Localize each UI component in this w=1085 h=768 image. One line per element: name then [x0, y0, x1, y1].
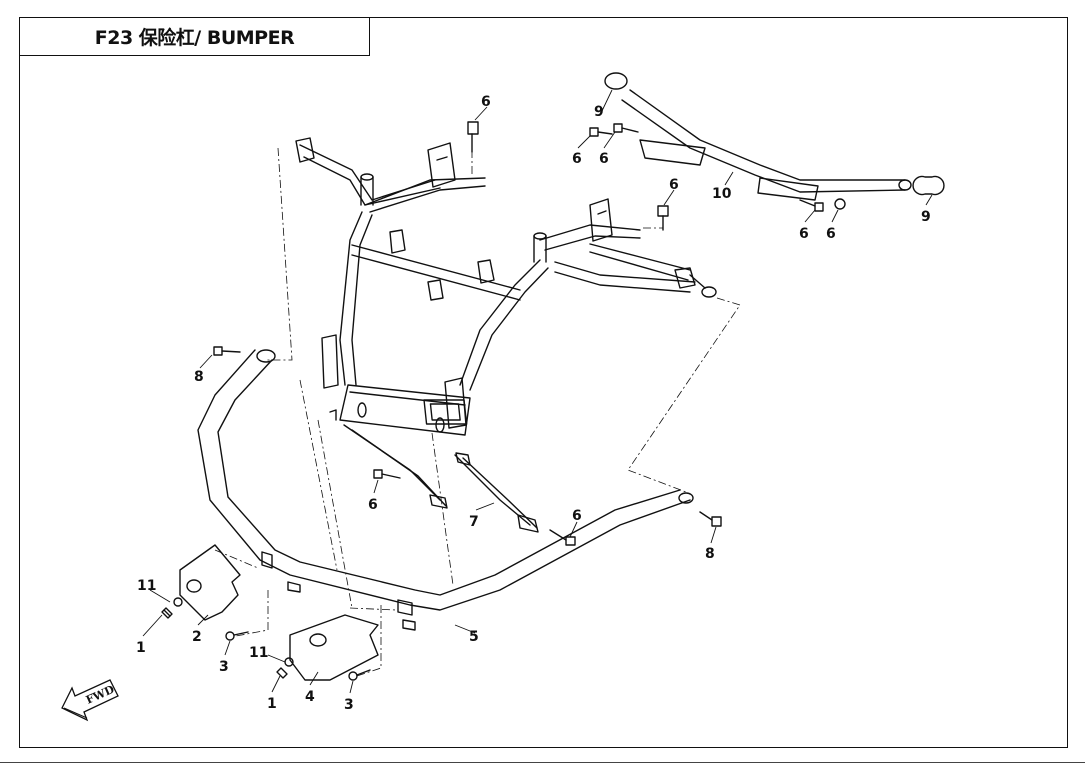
callout-4: 4: [305, 689, 315, 705]
page-title: F23 保险杠/ BUMPER: [94, 27, 295, 49]
callout-3: 3: [219, 659, 229, 675]
callout-11: 11: [137, 578, 156, 594]
title-block: F23 保险杠/ BUMPER: [19, 17, 370, 56]
callout-6: 6: [572, 151, 582, 167]
upper-tube: [604, 72, 945, 201]
callout-6: 6: [826, 226, 836, 242]
callout-8: 8: [705, 546, 715, 562]
callout-1: 1: [136, 640, 146, 656]
bolts: [161, 121, 846, 681]
callout-3: 3: [344, 697, 354, 713]
callout-2: 2: [192, 629, 202, 645]
callout-5: 5: [469, 629, 479, 645]
callout-6: 6: [599, 151, 609, 167]
callout-10: 10: [712, 186, 732, 202]
callout-6: 6: [481, 94, 491, 110]
callout-6: 6: [572, 508, 582, 524]
callouts: 6 9 6 6 6 10 9 6 6 8 6 7 6 8 11 1 2 3 5 …: [136, 94, 931, 713]
forward-arrow-icon: FWD: [61, 679, 119, 722]
alignment-lines: [214, 147, 741, 677]
callout-6: 6: [669, 177, 679, 193]
callout-6: 6: [799, 226, 809, 242]
front-bumper: [197, 349, 694, 631]
callout-9: 9: [921, 209, 931, 225]
callout-1: 1: [267, 696, 277, 712]
leader-lines: [142, 89, 933, 694]
callout-11: 11: [249, 645, 268, 661]
callout-7: 7: [469, 514, 479, 530]
rear-frame: [295, 137, 717, 533]
guard-plate-right: [289, 614, 379, 681]
guard-plate-left: [179, 544, 241, 621]
bottom-rule: [0, 762, 1085, 763]
drawing-frame: [19, 17, 1068, 748]
callout-6: 6: [368, 497, 378, 513]
callout-9: 9: [594, 104, 604, 120]
callout-8: 8: [194, 369, 204, 385]
